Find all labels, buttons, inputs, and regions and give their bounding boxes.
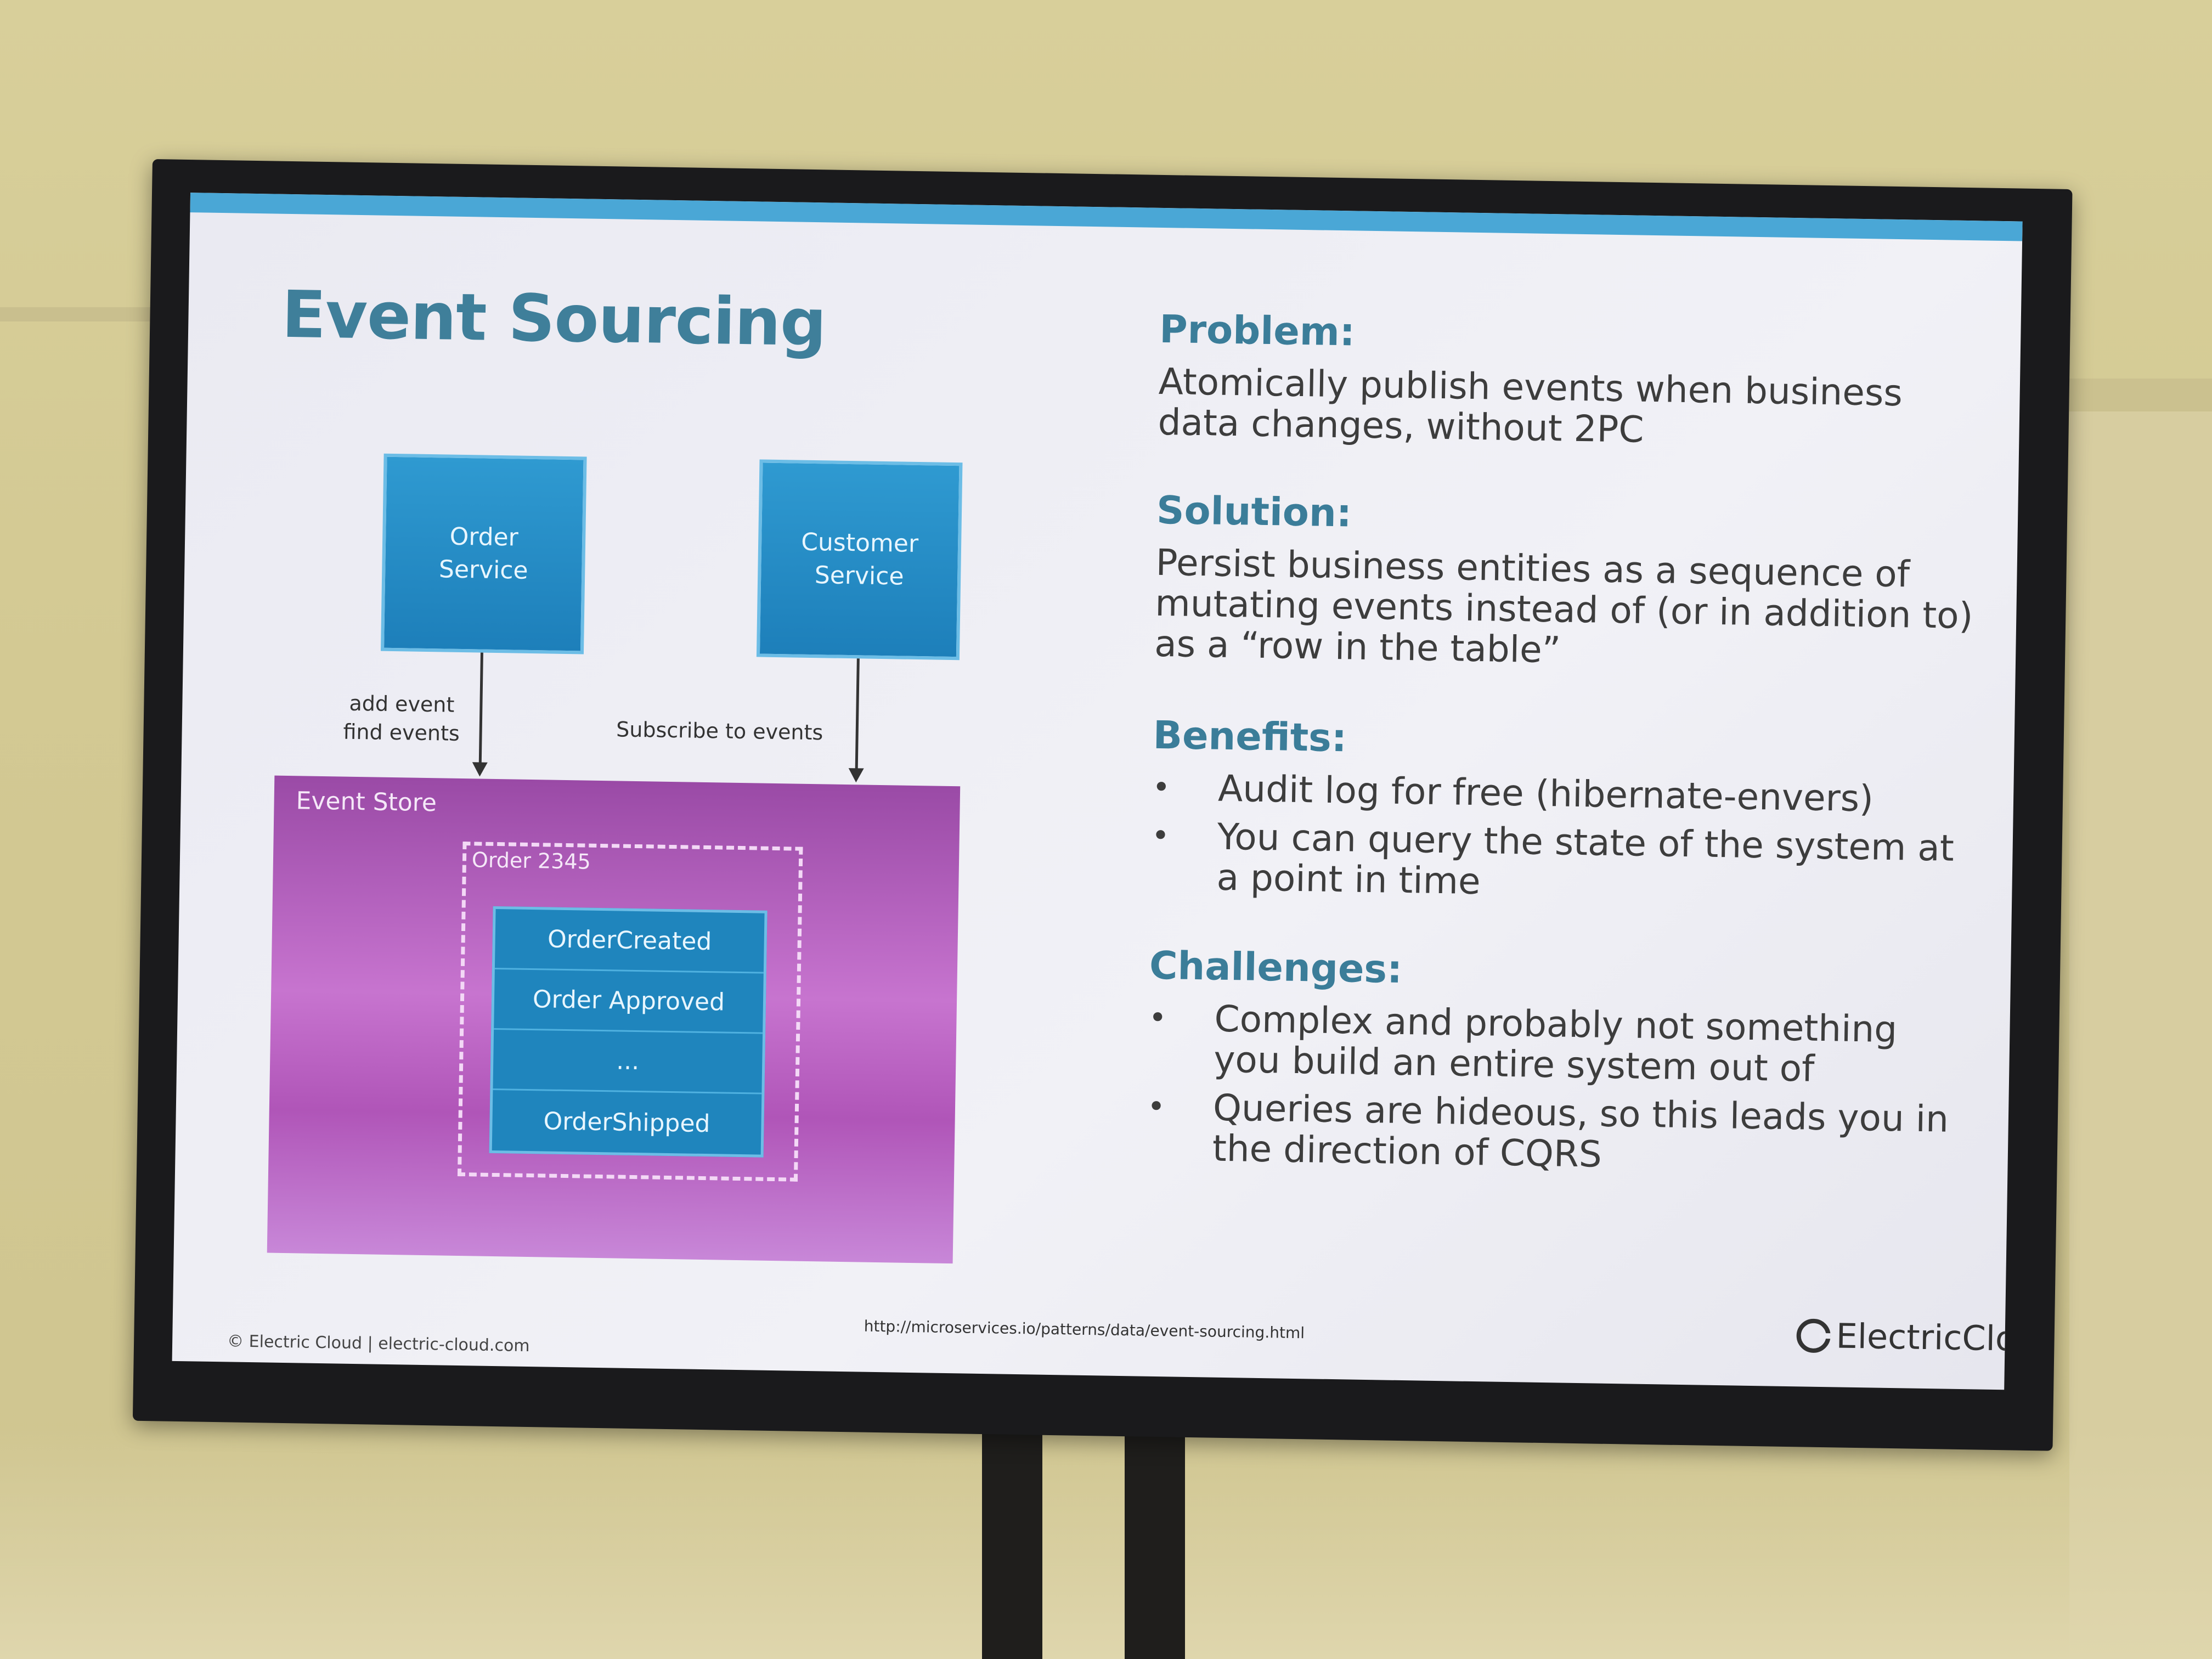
event-store: Event Store Order 2345 OrderCreated Orde…: [267, 775, 961, 1264]
problem-section: Problem: Atomically publish events when …: [1158, 307, 1983, 456]
wall-edge: [0, 307, 176, 321]
order-aggregate-frame: Order 2345 OrderCreated Order Approved .…: [457, 842, 803, 1182]
order-service-box: Order Service: [380, 453, 587, 654]
arrow-customer-to-store: [855, 658, 860, 774]
slide-screen: Event Sourcing Order Service Customer Se…: [172, 193, 2023, 1390]
challenges-section: Challenges: Complex and probably not som…: [1146, 943, 1972, 1189]
arrow-left-label: add event find events: [319, 689, 484, 748]
event-store-label: Event Store: [296, 787, 437, 817]
event-row: OrderCreated: [494, 909, 765, 974]
event-row: ...: [493, 1029, 763, 1094]
benefits-section: Benefits: Audit log for free (hibernate-…: [1150, 713, 1976, 918]
slide-top-bar: [190, 193, 2023, 241]
footer-copyright: © Electric Cloud | electric-cloud.com: [227, 1331, 530, 1356]
logo-text: ElectricCloud: [1836, 1316, 2023, 1359]
arrow-right-label: Subscribe to events: [616, 717, 823, 745]
list-item: You can query the state of the system at…: [1150, 816, 1974, 910]
solution-heading: Solution:: [1156, 487, 1352, 536]
footer-url: http://microservices.io/patterns/data/ev…: [864, 1317, 1305, 1342]
slide-title: Event Sourcing: [281, 276, 827, 361]
tv-monitor: Event Sourcing Order Service Customer Se…: [132, 159, 2073, 1451]
arrow-head-left: [472, 762, 488, 777]
list-item: Queries are hideous, so this leads you i…: [1146, 1087, 1970, 1181]
list-item: Audit log for free (hibernate-envers): [1152, 768, 1976, 821]
solution-section: Solution: Persist business entities as a…: [1154, 488, 1980, 678]
event-list: OrderCreated Order Approved ... OrderShi…: [489, 906, 768, 1158]
electric-cloud-logo: ElectricCloud: [1796, 1315, 2023, 1359]
problem-text: Atomically publish events when business …: [1158, 360, 1903, 451]
order-label: Order 2345: [471, 848, 591, 874]
challenges-heading: Challenges:: [1149, 943, 1403, 992]
solution-text: Persist business entities as a sequence …: [1154, 541, 1973, 672]
wall-edge-right: [2064, 379, 2212, 411]
electric-cloud-icon: [1796, 1318, 1831, 1353]
tv-stand-left: [982, 1407, 1042, 1659]
event-row: Order Approved: [494, 969, 764, 1034]
arrow-head-right: [848, 768, 864, 783]
customer-service-box: Customer Service: [756, 459, 963, 661]
problem-heading: Problem:: [1159, 306, 1356, 355]
list-item: Complex and probably not something you b…: [1148, 998, 1972, 1092]
floor-glow: [0, 1426, 2212, 1659]
tv-stand-right: [1125, 1407, 1185, 1659]
challenges-list: Complex and probably not something you b…: [1146, 998, 1972, 1181]
benefits-list: Audit log for free (hibernate-envers) Yo…: [1150, 768, 1976, 910]
event-row: OrderShipped: [543, 1107, 710, 1138]
text-column: Problem: Atomically publish events when …: [1149, 307, 1983, 1176]
arrow-left-label-text: add event find events: [343, 691, 460, 746]
benefits-heading: Benefits:: [1153, 712, 1347, 761]
